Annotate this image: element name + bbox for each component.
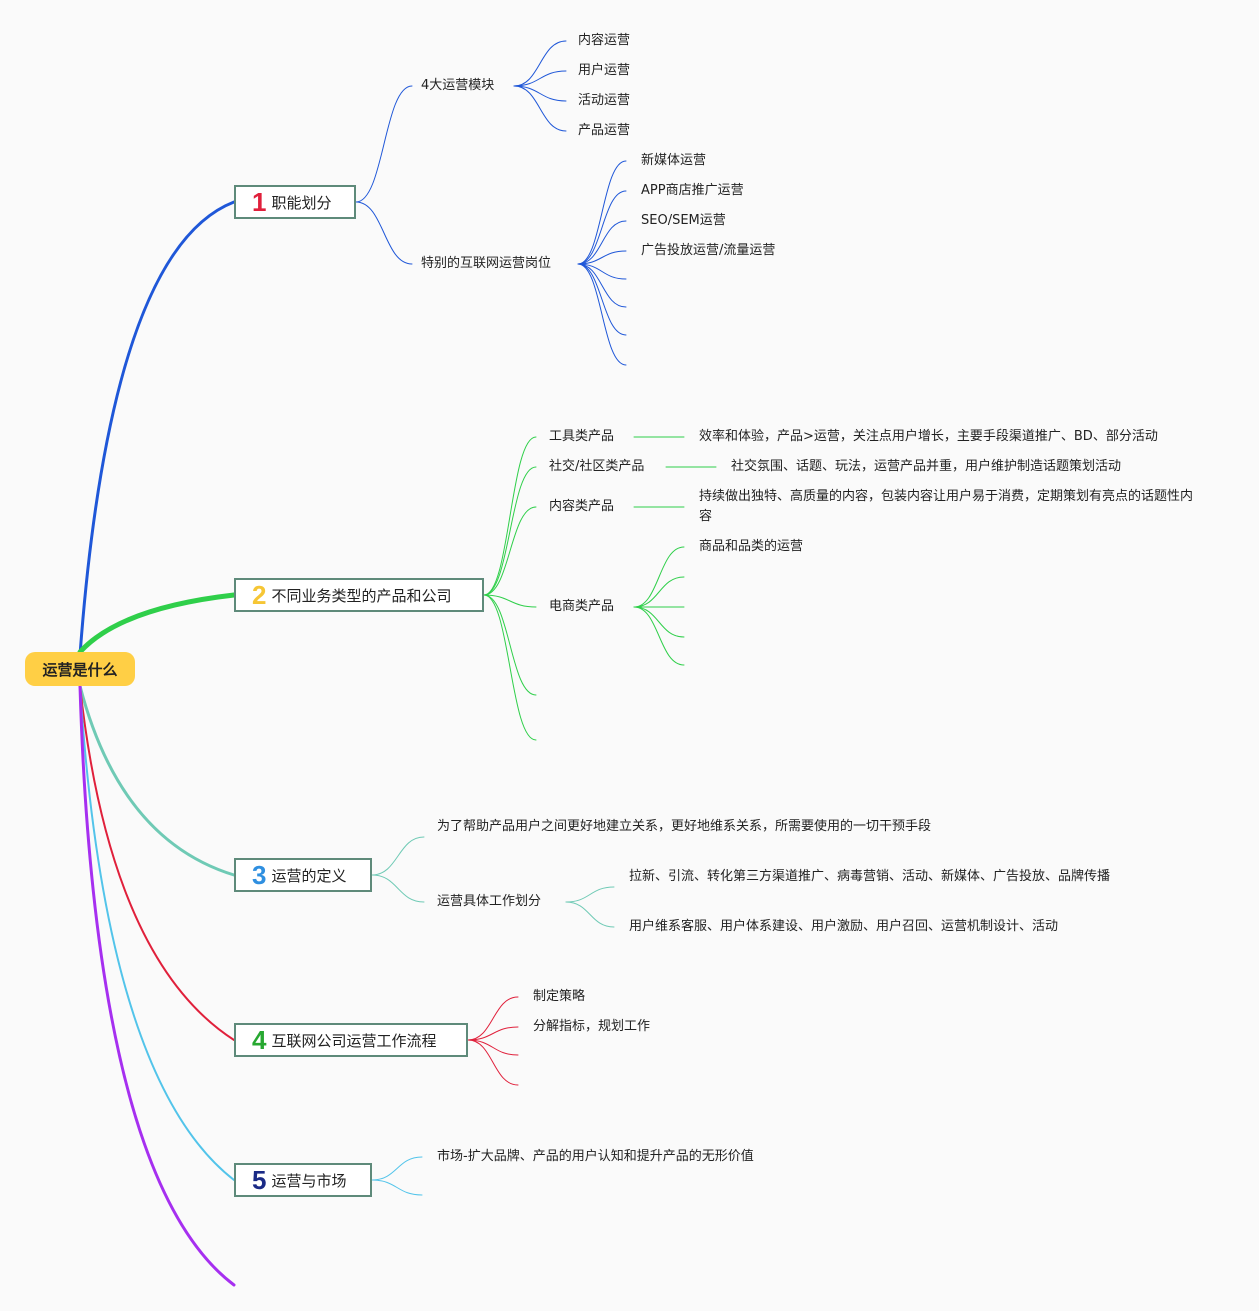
branch-2-label: 不同业务类型的产品和公司 [271,586,452,605]
root-connector-5 [79,685,235,1181]
branch-1-sub-1[interactable]: 4大运营模块 [421,78,495,93]
branch-2-sub-3-detail[interactable]: 持续做出独特、高质量的内容，包装内容让用户易于消费，定期策划有亮点的话题性内容 [699,489,1194,524]
branch-1-sub-2[interactable]: 特别的互联网运营岗位 [421,256,552,271]
b5-leaf-connector-1 [371,1156,423,1181]
branch-1-sub-2-leaf-3[interactable]: SEO/SEM运营 [641,213,726,228]
branch-2-sub-4[interactable]: 电商类产品 [549,599,615,614]
b4-leaf-connector-3 [467,1039,519,1056]
b2-sub4-leaf-connector-4 [633,606,685,638]
number-1-icon: 1 [252,187,267,217]
branch-2-sub-3[interactable]: 内容类产品 [549,499,615,514]
branch-3-topic[interactable]: 3 运营的定义 [234,858,372,892]
branch-1-label: 职能划分 [271,193,332,212]
b2-sub4-leaf-connector-1 [633,546,685,608]
b1-sub2-leaf-connector-6 [577,263,627,308]
b1-sub2-leaf-connector-7 [577,263,627,336]
b1-sub2-leaf-connector-8 [577,263,627,366]
branch-3-label: 运营的定义 [271,866,347,885]
branch-4-label: 互联网公司运营工作流程 [271,1031,437,1050]
branch-4-leaf-1[interactable]: 制定策略 [533,989,586,1004]
branch-2-sub-2[interactable]: 社交/社区类产品 [549,459,645,474]
root-connector-6 [78,684,236,1287]
branch-3-sub-2[interactable]: 运营具体工作划分 [437,894,542,909]
root-connector-1 [78,200,236,657]
b3-sub2-leaf-connector-2 [565,901,615,928]
branch-5-topic[interactable]: 5 运营与市场 [234,1163,372,1197]
branch-4-topic[interactable]: 4 互联网公司运营工作流程 [234,1023,468,1057]
b1-sub1-leaf-connector-4 [513,85,567,132]
b1-sub2-leaf-connector-1 [577,160,627,265]
branch-1-sub-2-leaf-2[interactable]: APP商店推广运营 [641,183,744,198]
b3-sub2-leaf-connector-1 [565,886,615,903]
b1-sub1-connector [355,85,413,203]
b2-sub4-leaf-connector-5 [633,606,685,666]
b1-sub1-leaf-connector-2 [513,70,567,87]
branch-5-label: 运营与市场 [271,1171,347,1190]
b2-sub4-leaf-connector-2 [633,576,685,608]
b1-sub2-connector [355,201,413,265]
b1-sub1-leaf-connector-3 [513,85,567,102]
b2-sub-connector-1 [483,436,537,596]
b1-sub2-leaf-connector-2 [577,190,627,265]
root-topic[interactable]: 运营是什么 [25,652,135,686]
branch-2-sub-1[interactable]: 工具类产品 [549,429,615,444]
b2-sub-connector-3 [483,506,537,596]
b2-sub-connector-4 [483,594,537,608]
branch-2-sub-4-leaf-1[interactable]: 商品和品类的运营 [699,539,804,554]
number-2-icon: 2 [252,580,267,610]
branch-2-topic[interactable]: 2 不同业务类型的产品和公司 [234,578,484,612]
branch-1-sub-1-leaf-3[interactable]: 活动运营 [578,93,631,108]
b3-sub1-connector [371,836,425,876]
branch-1-sub-1-leaf-4[interactable]: 产品运营 [578,123,631,138]
b1-sub2-leaf-connector-4 [577,250,627,265]
b1-sub2-leaf-connector-3 [577,220,627,265]
root-connector-3 [78,684,236,877]
branch-3-sub-2-leaf-1[interactable]: 拉新、引流、转化第三方渠道推广、病毒营销、活动、新媒体、广告投放、品牌传播 [629,869,1111,884]
b2-sub-connector-5 [483,594,537,696]
number-5-icon: 5 [252,1165,267,1195]
b2-sub-connector-6 [483,594,537,741]
number-3-icon: 3 [252,860,267,890]
b2-sub-connector-2 [483,466,537,596]
root-connector-2 [77,592,237,655]
number-4-icon: 4 [252,1025,267,1055]
branch-1-sub-2-leaf-1[interactable]: 新媒体运营 [641,153,707,168]
branch-1-sub-1-leaf-2[interactable]: 用户运营 [578,63,631,78]
b4-leaf-connector-4 [467,1039,519,1086]
b5-leaf-connector-2 [371,1179,423,1196]
branch-4-leaf-2[interactable]: 分解指标，规划工作 [533,1019,651,1034]
branch-1-sub-2-leaf-4[interactable]: 广告投放运营/流量运营 [641,243,776,258]
b4-leaf-connector-2 [467,1026,519,1041]
branch-1-sub-1-leaf-1[interactable]: 内容运营 [578,33,631,48]
branch-2-sub-1-detail[interactable]: 效率和体验，产品>运营，关注点用户增长，主要手段渠道推广、BD、部分活动 [699,429,1158,444]
b1-sub1-leaf-connector-1 [513,40,567,87]
branch-5-leaf-1[interactable]: 市场-扩大品牌、产品的用户认知和提升产品的无形价值 [437,1149,754,1164]
b4-leaf-connector-1 [467,996,519,1041]
branch-3-sub-2-leaf-2[interactable]: 用户维系客服、用户体系建设、用户激励、用户召回、运营机制设计、活动 [629,919,1059,934]
root-connector-4 [79,685,235,1041]
branch-3-sub-1[interactable]: 为了帮助产品用户之间更好地建立关系，更好地维系关系，所需要使用的一切干预手段 [437,819,932,834]
b3-sub2-connector [371,874,425,903]
branch-1-topic[interactable]: 1 职能划分 [234,185,356,219]
branch-2-sub-2-detail[interactable]: 社交氛围、话题、玩法，运营产品并重，用户维护制造话题策划活动 [731,459,1122,474]
